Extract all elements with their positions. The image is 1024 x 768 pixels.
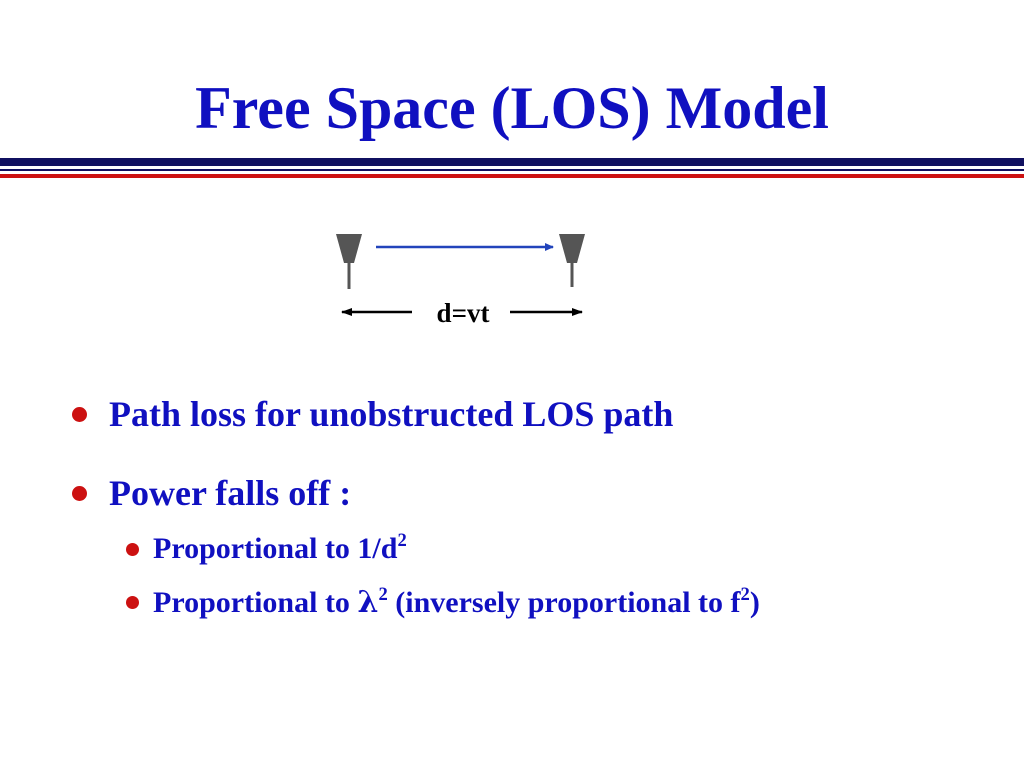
los-diagram: d=vt [336,234,585,328]
sub-bullet-wavelength: Proportional to λ2 (inversely proportion… [126,585,760,620]
sub-bullet-text: Proportional to 1/d2 [153,529,407,565]
title-rule-navy [0,158,1024,166]
sub-bullet-text: Proportional to λ2 (inversely proportion… [153,583,760,620]
distance-label: d=vt [437,298,490,328]
bullet-dot-icon [72,406,87,422]
title-rule-red [0,174,1024,178]
bullet-text: Path loss for unobstructed LOS path [109,394,674,434]
bullet-text: Power falls off : [109,473,352,513]
transmitter-antenna-icon [336,234,362,289]
title-rule-navy-thin [0,169,1024,171]
lambda-symbol: λ [357,585,379,620]
bullet-path-loss: Path loss for unobstructed LOS path [72,393,673,435]
receiver-antenna-icon [559,234,585,287]
bullet-dot-icon [72,485,87,501]
bullet-power-falls: Power falls off : [72,472,351,514]
bullet-dot-icon [126,542,139,556]
sub-bullet-inverse-square: Proportional to 1/d2 [126,529,407,566]
title-rule-gap [0,166,1024,169]
slide-title: Free Space (LOS) Model [195,75,829,141]
bullet-dot-icon [126,596,139,609]
